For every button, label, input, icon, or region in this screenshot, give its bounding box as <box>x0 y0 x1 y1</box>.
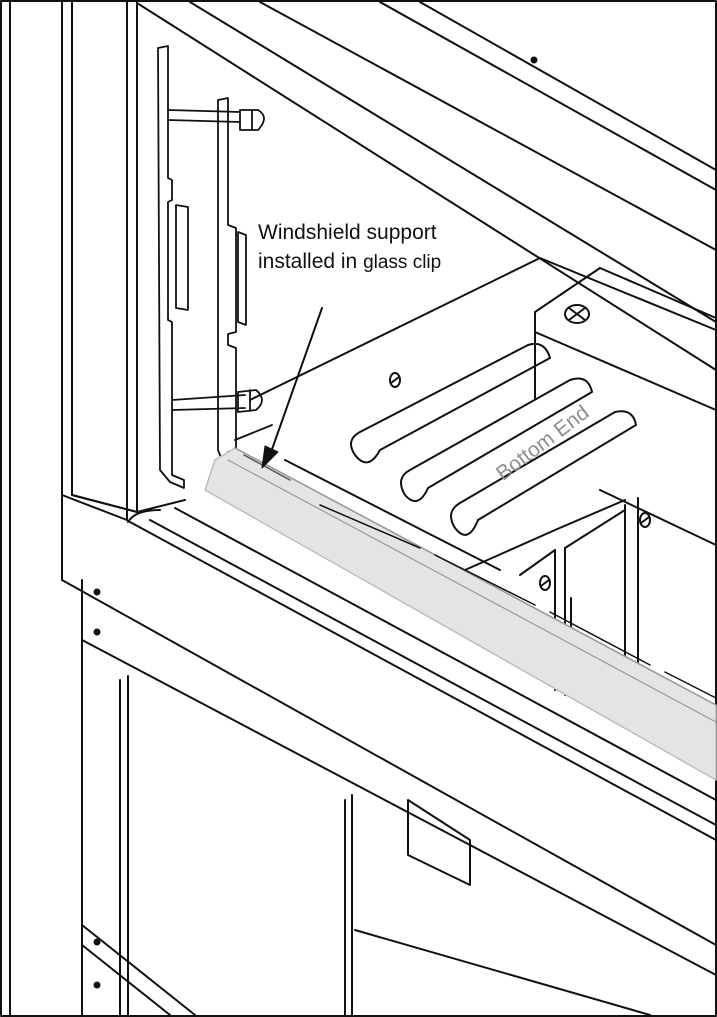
top-trim <box>136 1 717 371</box>
vent-slot-3 <box>450 410 637 536</box>
screw-head-icon <box>389 372 401 388</box>
callout-label-line-2: installed in glass clip <box>258 248 441 277</box>
callout-text-suffix: glass clip <box>363 252 442 273</box>
vent-slot-2 <box>400 377 593 503</box>
arrow-pointer-icon <box>261 307 323 469</box>
burner-vents <box>350 342 637 536</box>
screw-head-icon <box>639 512 651 528</box>
upper-peg-knob <box>239 109 265 131</box>
callout-label-line-1: Windshield support <box>258 219 437 247</box>
windshield-support <box>204 447 717 781</box>
lower-cabinet <box>81 579 717 1016</box>
callout-text-line1: Windshield support <box>258 221 437 244</box>
front-hearth-rail <box>61 494 717 946</box>
left-cabinet-wall <box>9 1 138 1016</box>
lower-peg-knob <box>237 389 263 413</box>
callout-text-prefix: installed in <box>258 250 364 273</box>
vent-slot-1 <box>350 342 551 464</box>
screw-head-icon <box>539 575 551 591</box>
cross-screw-icon <box>564 304 590 324</box>
glass-clip-assembly <box>157 45 273 489</box>
